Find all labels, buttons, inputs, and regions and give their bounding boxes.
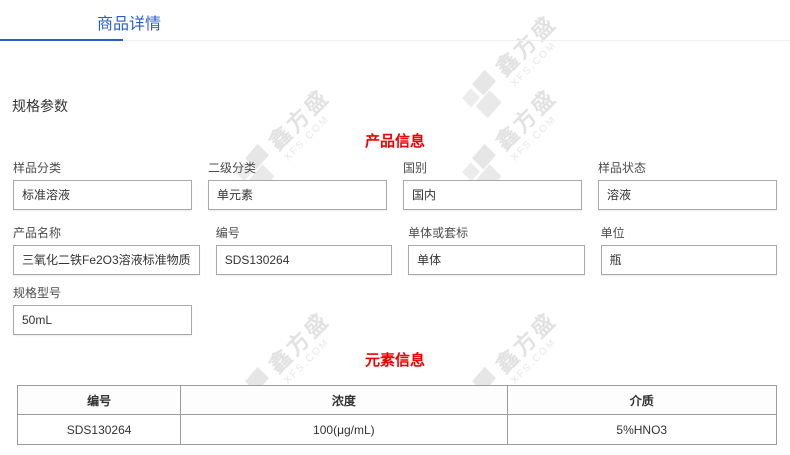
product-info-heading: 产品信息 — [364, 133, 425, 150]
field-secondary-category: 二级分类 单元素 — [208, 160, 387, 210]
spec-params-title: 规格参数 — [12, 98, 68, 114]
field-single-or-set: 单体或套标 单体 — [408, 225, 585, 275]
field-label: 样品状态 — [598, 161, 647, 175]
field-label: 产品名称 — [13, 226, 62, 240]
product-name-input[interactable]: 三氧化二铁Fe2O3溶液标准物质 — [13, 245, 200, 275]
single-or-set-input[interactable]: 单体 — [408, 245, 585, 275]
country-input[interactable]: 国内 — [403, 180, 582, 210]
field-label: 样品分类 — [13, 161, 62, 175]
field-label: 编号 — [215, 226, 240, 240]
field-country: 国别 国内 — [403, 160, 582, 210]
cell-concentration: 100(μg/mL) — [180, 414, 508, 445]
tab-bar: 商品详情 — [0, 0, 790, 41]
sample-category-input[interactable]: 标准溶液 — [13, 180, 192, 210]
col-header-medium: 介质 — [506, 385, 778, 415]
active-tab-underline — [0, 39, 123, 41]
col-header-code: 编号 — [16, 385, 182, 415]
field-label: 二级分类 — [208, 161, 257, 175]
tab-product-detail[interactable]: 商品详情 — [97, 16, 162, 33]
cell-medium: 5%HNO3 — [506, 414, 778, 445]
sample-state-input[interactable]: 溶液 — [598, 180, 777, 210]
field-product-name: 产品名称 三氧化二铁Fe2O3溶液标准物质 — [13, 225, 200, 275]
unit-input[interactable]: 瓶 — [600, 245, 777, 275]
field-spec-model: 规格型号 50mL — [13, 285, 192, 335]
secondary-category-input[interactable]: 单元素 — [208, 180, 387, 210]
field-sample-state: 样品状态 溶液 — [598, 160, 777, 210]
product-info-row-3: 规格型号 50mL — [13, 285, 777, 335]
table-header-row: 编号 浓度 介质 — [16, 385, 778, 415]
product-info-row-1: 样品分类 标准溶液 二级分类 单元素 国别 国内 样品状态 溶液 — [13, 160, 777, 210]
element-info-heading: 元素信息 — [364, 352, 425, 369]
field-product-code: 编号 SDS130264 — [215, 225, 393, 275]
element-info-table: 编号 浓度 介质 SDS130264 100(μg/mL) 5%HNO3 — [16, 385, 778, 445]
col-header-concentration: 浓度 — [180, 385, 508, 415]
field-label: 单体或套标 — [408, 226, 469, 240]
product-info-row-2: 产品名称 三氧化二铁Fe2O3溶液标准物质 编号 SDS130264 单体或套标… — [13, 225, 777, 275]
field-sample-category: 样品分类 标准溶液 — [13, 160, 192, 210]
table-row: SDS130264 100(μg/mL) 5%HNO3 — [16, 414, 778, 445]
cell-code: SDS130264 — [16, 414, 182, 445]
spec-model-input[interactable]: 50mL — [13, 305, 192, 335]
field-label: 国别 — [403, 161, 428, 175]
field-label: 单位 — [600, 226, 625, 240]
product-code-input[interactable]: SDS130264 — [215, 245, 393, 275]
field-unit: 单位 瓶 — [600, 225, 777, 275]
field-label: 规格型号 — [13, 286, 62, 300]
